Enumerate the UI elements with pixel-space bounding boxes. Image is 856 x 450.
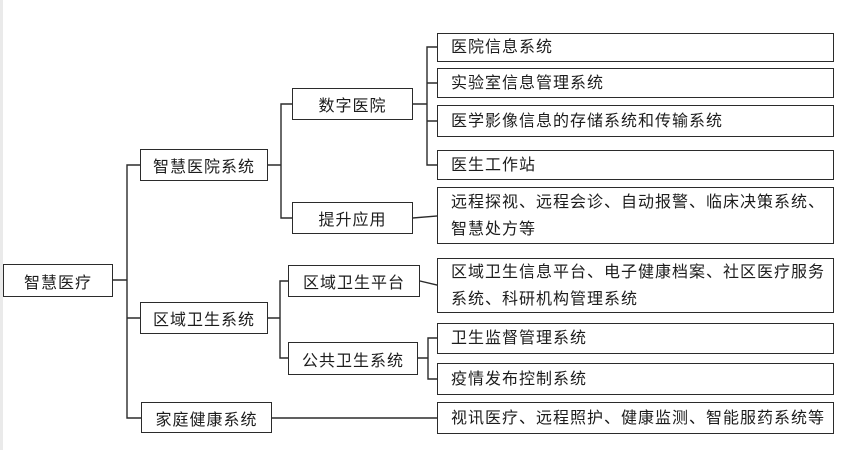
leaf-laboratory-information-management-system: 实验室信息管理系统 bbox=[437, 68, 834, 98]
connector-digital-hospital-to-leaves bbox=[412, 46, 438, 166]
node-family-health-system: 家庭健康系统 bbox=[141, 402, 272, 433]
connector-regional-platform-to-leaf bbox=[419, 280, 438, 286]
leaf-doctor-workstation: 医生工作站 bbox=[437, 150, 834, 180]
leaf-family-health-list: 视讯医疗、远程照护、健康监测、智能服药系统等 bbox=[437, 402, 834, 434]
leaf-regional-platform-list: 区域卫生信息平台、电子健康档案、社区医疗服务系统、科研机构管理系统 bbox=[437, 258, 834, 313]
node-regional-health-system: 区域卫生系统 bbox=[140, 302, 268, 334]
leaf-health-supervision-management-system: 卫生监督管理系统 bbox=[437, 323, 834, 354]
node-smart-hospital-system: 智慧医院系统 bbox=[140, 149, 268, 181]
node-public-health-system: 公共卫生系统 bbox=[288, 342, 418, 375]
leaf-enhanced-applications-list: 远程探视、远程会诊、自动报警、临床决策系统、智慧处方等 bbox=[437, 187, 834, 244]
connector-smart-hospital-to-children bbox=[267, 103, 293, 219]
leaf-epidemic-release-control-system: 疫情发布控制系统 bbox=[437, 363, 834, 395]
node-regional-health-platform: 区域卫生平台 bbox=[288, 265, 420, 297]
connector-regional-health-to-children bbox=[267, 280, 289, 359]
node-enhanced-applications: 提升应用 bbox=[292, 202, 413, 234]
leaf-medical-imaging-storage-transmission-system: 医学影像信息的存储系统和传输系统 bbox=[437, 105, 834, 137]
connector-enhanced-apps-to-leaf bbox=[412, 215, 438, 219]
connector-root-to-level2 bbox=[112, 164, 142, 419]
leaf-hospital-information-system: 医院信息系统 bbox=[437, 33, 834, 62]
node-digital-hospital: 数字医院 bbox=[292, 88, 413, 120]
node-root-smart-healthcare: 智慧医疗 bbox=[3, 264, 113, 297]
connector-public-health-to-leaves bbox=[417, 337, 438, 380]
scan-edge-artifact bbox=[0, 0, 3, 450]
